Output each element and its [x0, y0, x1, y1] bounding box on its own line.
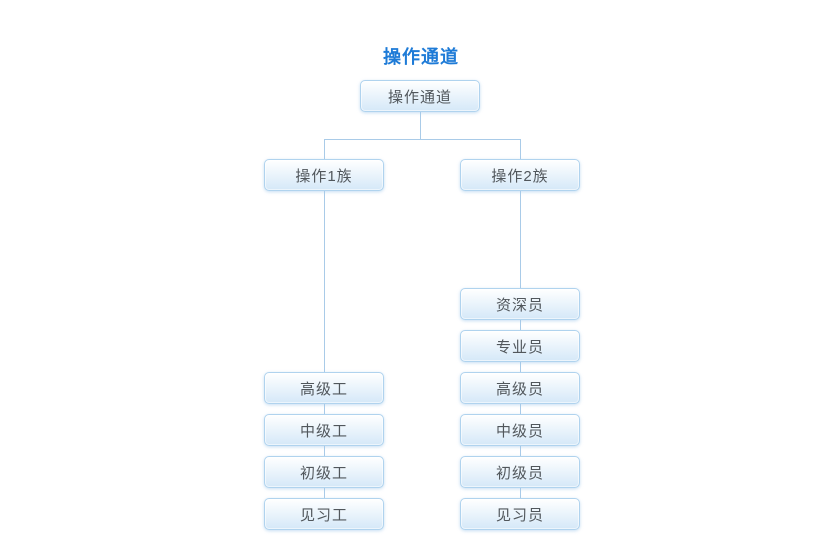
node-f2-professional[interactable]: 专业员 [460, 330, 580, 362]
node-f2-intermediate[interactable]: 中级员 [460, 414, 580, 446]
connector-line [324, 191, 325, 372]
node-f1-junior-worker[interactable]: 初级工 [264, 456, 384, 488]
connector-line [520, 404, 521, 414]
connector-line [324, 139, 521, 140]
connector-line [324, 446, 325, 456]
connector-line [520, 320, 521, 330]
connector-line [420, 112, 421, 139]
connector-line [324, 140, 325, 159]
connector-line [520, 140, 521, 159]
node-f1-intermediate-worker[interactable]: 中级工 [264, 414, 384, 446]
chart-title: 操作通道 [383, 47, 459, 67]
node-f2-trainee[interactable]: 见习员 [460, 498, 580, 530]
connector-line [324, 488, 325, 498]
node-f2-expert[interactable]: 资深员 [460, 288, 580, 320]
node-family-2[interactable]: 操作2族 [460, 159, 580, 191]
connector-line [520, 488, 521, 498]
connector-line [324, 404, 325, 414]
connector-line [520, 446, 521, 456]
node-f1-trainee-worker[interactable]: 见习工 [264, 498, 384, 530]
node-family-1[interactable]: 操作1族 [264, 159, 384, 191]
connector-line [520, 191, 521, 288]
node-f2-junior[interactable]: 初级员 [460, 456, 580, 488]
node-f1-senior-worker[interactable]: 高级工 [264, 372, 384, 404]
node-f2-senior[interactable]: 高级员 [460, 372, 580, 404]
connector-line [520, 362, 521, 372]
node-root[interactable]: 操作通道 [360, 80, 480, 112]
